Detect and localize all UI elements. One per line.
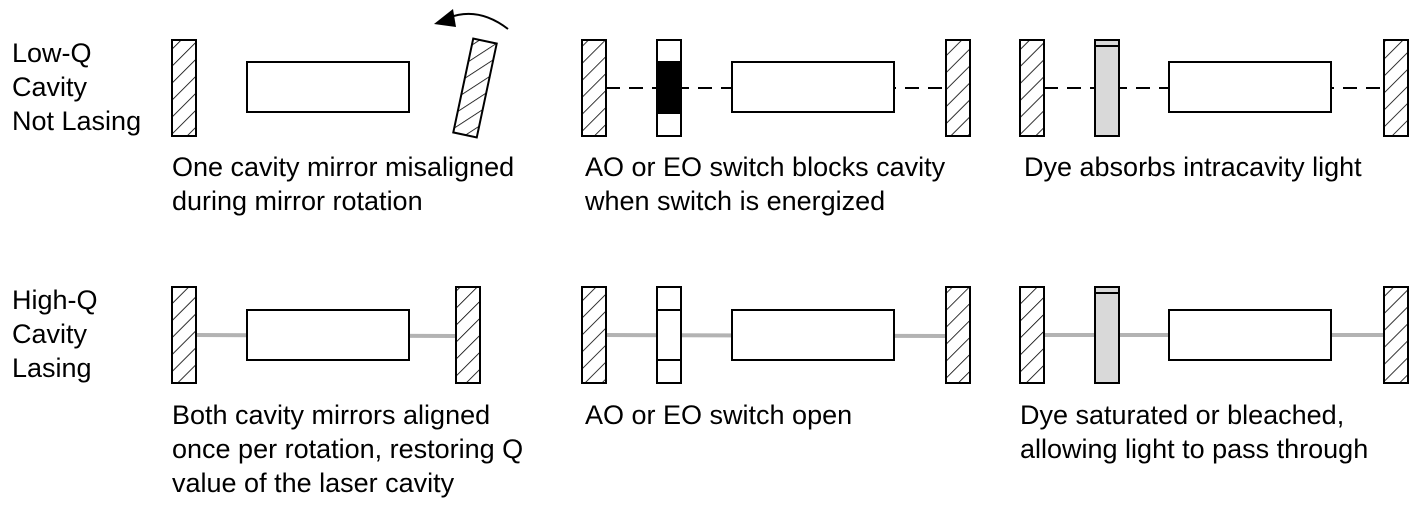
caption-line: value of the laser cavity: [172, 468, 455, 498]
caption-line: allowing light to pass through: [1020, 434, 1369, 464]
rotation-arrow-icon: [447, 12, 509, 30]
arrowhead-icon: [434, 9, 456, 27]
fixed-mirror: [171, 286, 197, 384]
caption-line: Dye saturated or bleached,: [1020, 400, 1345, 430]
caption-line: during mirror rotation: [172, 186, 423, 216]
caption-line: AO or EO switch blocks cavity: [585, 152, 946, 182]
right-mirror: [1383, 286, 1409, 384]
right-mirror: [1383, 39, 1409, 137]
panel-rotating-mirror-low-q: [171, 9, 509, 139]
laser-rod: [246, 61, 410, 113]
row-label-line: Cavity: [12, 72, 88, 102]
caption-rotating-mirror-high-q: Both cavity mirrors aligned once per rot…: [172, 398, 523, 500]
row-label-line: Low-Q: [12, 38, 92, 68]
caption-line: when switch is energized: [585, 186, 886, 216]
panel-switch-high-q: [581, 286, 971, 384]
caption-line: AO or EO switch open: [585, 400, 853, 430]
row-label-line: Lasing: [12, 353, 92, 383]
caption-rotating-mirror-low-q: One cavity mirror misaligned during mirr…: [172, 150, 514, 218]
left-mirror: [581, 286, 607, 384]
caption-dye-low-q: Dye absorbs intracavity light: [1024, 150, 1362, 184]
panel-switch-low-q: [581, 39, 971, 137]
row-label-line: Cavity: [12, 319, 88, 349]
caption-line: One cavity mirror misaligned: [172, 152, 515, 182]
switch-blocking-region: [656, 61, 682, 114]
laser-rod: [731, 61, 895, 113]
left-mirror: [581, 39, 607, 137]
switch-cell: [656, 286, 682, 384]
caption-dye-high-q: Dye saturated or bleached, allowing ligh…: [1020, 398, 1368, 466]
right-mirror: [945, 286, 971, 384]
laser-rod: [1168, 61, 1332, 113]
row-label-high-q: High-Q Cavity Lasing: [12, 283, 98, 385]
row-label-line: Not Lasing: [12, 106, 142, 136]
caption-line: Dye absorbs intracavity light: [1024, 152, 1362, 182]
dye-cell: [1094, 39, 1120, 137]
rotating-mirror-aligned: [455, 286, 481, 384]
dye-cell: [1094, 286, 1120, 384]
fixed-mirror: [171, 39, 197, 137]
rotating-mirror: [452, 37, 498, 139]
row-label-line: High-Q: [12, 285, 98, 315]
panel-dye-high-q: [1019, 286, 1409, 384]
right-mirror: [945, 39, 971, 137]
row-label-low-q: Low-Q Cavity Not Lasing: [12, 36, 141, 138]
left-mirror: [1019, 286, 1045, 384]
caption-line: once per rotation, restoring Q: [172, 434, 524, 464]
caption-switch-high-q: AO or EO switch open: [585, 398, 852, 432]
laser-rod: [246, 309, 410, 361]
left-mirror: [1019, 39, 1045, 137]
laser-rod: [1168, 309, 1332, 361]
laser-rod: [731, 309, 895, 361]
panel-dye-low-q: [1019, 39, 1409, 137]
panel-rotating-mirror-high-q: [171, 286, 481, 384]
caption-switch-low-q: AO or EO switch blocks cavity when switc…: [585, 150, 945, 218]
caption-line: Both cavity mirrors aligned: [172, 400, 491, 430]
